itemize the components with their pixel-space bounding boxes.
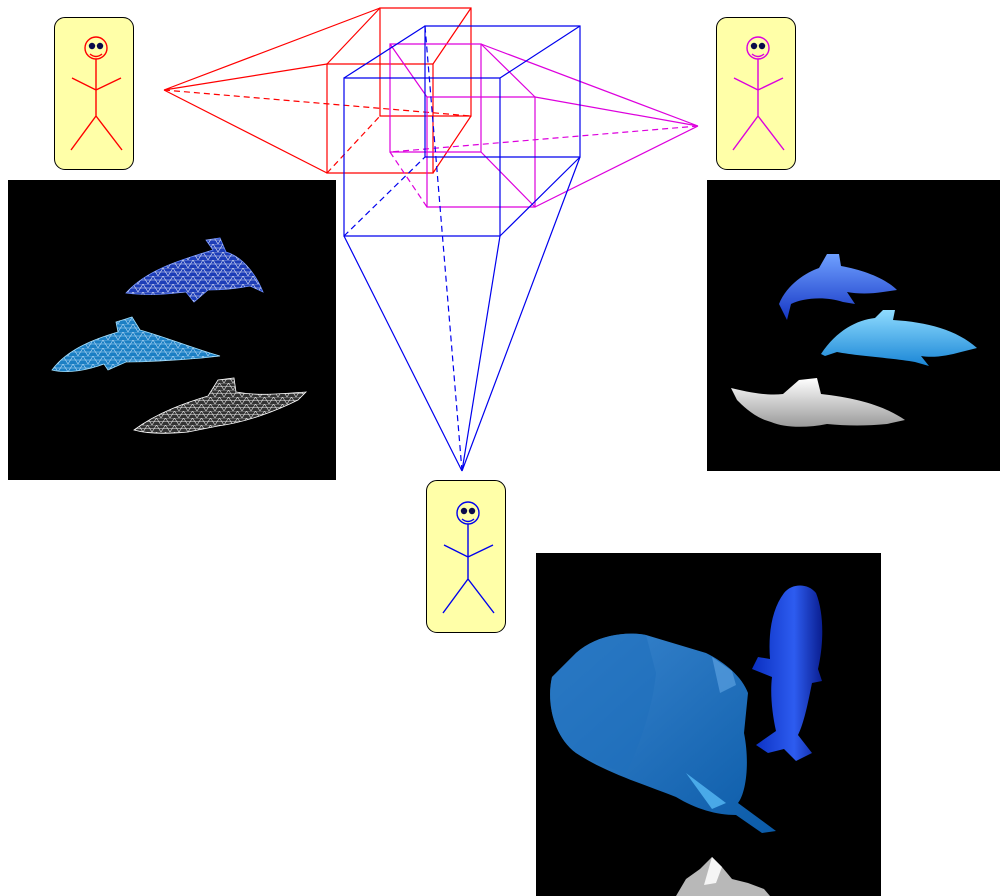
blue-viewer-card — [426, 480, 506, 633]
dolphin-icon — [125, 237, 264, 303]
shaded-render-panel — [707, 180, 1000, 471]
dolphin-icon — [676, 857, 770, 896]
dolphin-icon — [821, 310, 977, 366]
red-viewer-card — [54, 17, 134, 170]
wireframe-dolphins — [51, 237, 308, 434]
shaded-dolphins — [731, 254, 977, 427]
dolphin-icon — [550, 633, 776, 833]
magenta-frustum — [389, 43, 699, 208]
dolphin-icon — [779, 254, 897, 320]
stick-figure-icon — [70, 36, 123, 151]
dolphin-icon — [752, 585, 823, 761]
dolphin-icon — [51, 316, 221, 372]
stick-figure-icon — [442, 501, 495, 614]
dolphin-icon — [731, 378, 905, 427]
stick-figure-icon — [732, 36, 785, 151]
dolphin-icon — [133, 377, 308, 434]
closeup-render-panel — [536, 553, 881, 896]
blue-frustum — [343, 25, 581, 472]
closeup-dolphins — [550, 585, 823, 896]
red-frustum — [163, 7, 472, 174]
magenta-viewer-card — [716, 17, 796, 170]
wireframe-render-panel — [8, 180, 336, 480]
